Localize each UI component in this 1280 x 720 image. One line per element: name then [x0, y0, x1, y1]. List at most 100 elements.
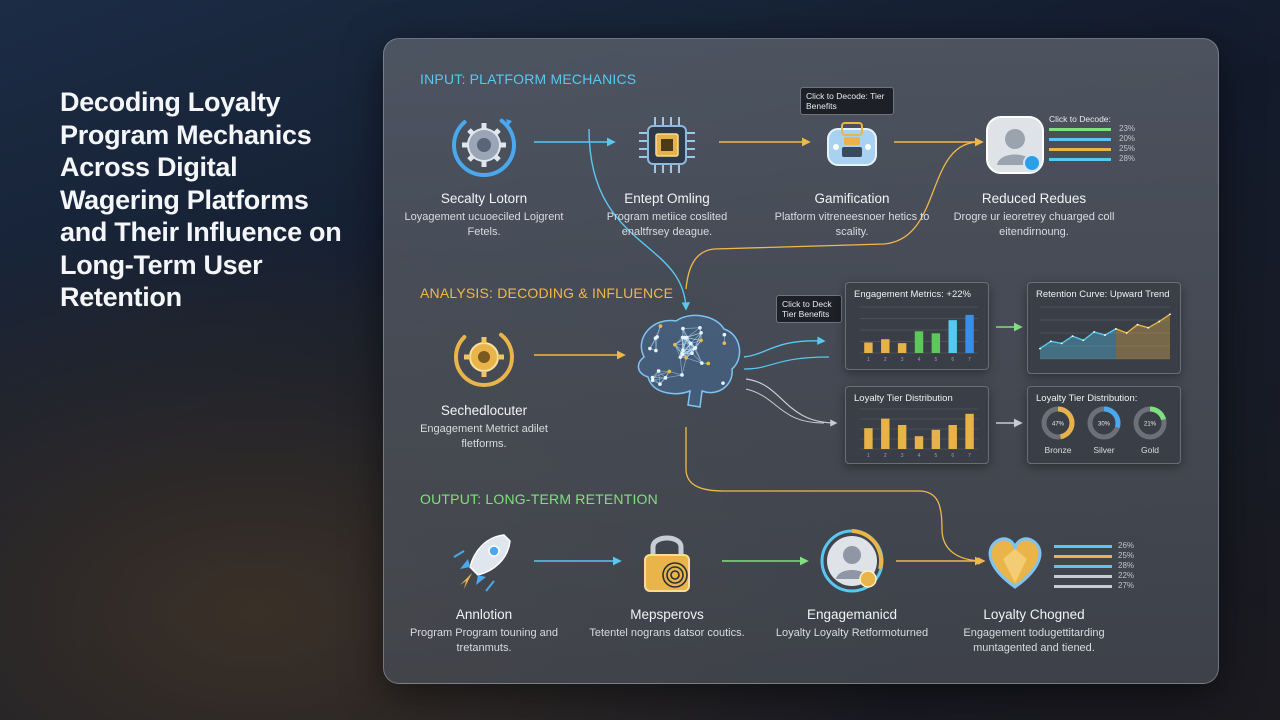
donut-label: Gold [1141, 445, 1159, 455]
heart-metric-bars: 26% 25% 28% 22% 27% [1054, 541, 1154, 593]
brain-node [700, 361, 704, 365]
brain-link [656, 326, 661, 337]
input-node-gamification[interactable]: Gamification Platform vitreneesnoer heti… [767, 107, 937, 240]
brain-link [680, 352, 693, 358]
tick-label: 1 [867, 453, 870, 459]
section-input-heading: INPUT: PLATFORM MECHANICS [420, 71, 637, 87]
brain-link [695, 347, 703, 364]
node-name: Secalty Lotorn [440, 191, 528, 206]
output-node-lock[interactable]: Mepsperovs Tetentel nograns datsor couti… [582, 523, 752, 641]
brain-node [693, 346, 698, 350]
slice-label: 47% [1052, 422, 1065, 428]
tooltip-gamification[interactable]: Click to Decode: Tier Benefits [800, 87, 894, 115]
brain-node [681, 326, 685, 331]
node-description: Drogre ur ieoretrey chuarged coll eitend… [953, 211, 1115, 238]
tick-label: 1 [867, 357, 870, 363]
metric-bar [1054, 575, 1112, 578]
node-description: Program metiice coslited enaltfrsey deag… [606, 211, 728, 238]
node-description: Engagement Metrict adilet fletforms. [420, 423, 548, 450]
tick-label: 6 [951, 357, 954, 363]
node-name: Loyalty Chogned [983, 607, 1085, 622]
data-point [1158, 320, 1161, 323]
brain-node [650, 375, 655, 380]
tooltip-brain[interactable]: Click to Deck Tier Benefits [776, 295, 842, 323]
input-node-engine[interactable]: Entept Omling Program metiice coslited e… [582, 107, 752, 240]
node-name: Engagemanicd [806, 607, 898, 622]
output-node-loyalty[interactable]: Loyalty Chogned Engagement todugettitard… [949, 523, 1119, 656]
brain-node [721, 381, 725, 385]
slice-label: 30% [1098, 422, 1111, 428]
chart-title: Retention Curve: Upward Trend [1036, 289, 1170, 300]
brain-link [682, 327, 700, 329]
metric-bar [1054, 545, 1112, 548]
chart-retention-card[interactable]: Retention Curve: Upward Trend [1027, 282, 1181, 374]
node-description: Engagement todugettitarding muntagented … [963, 627, 1105, 654]
engaged-user-icon [814, 523, 890, 599]
gear-cycle-icon [446, 107, 522, 183]
series-line [1039, 328, 1117, 350]
chart-title: Loyalty Tier Distribution: [1036, 393, 1138, 404]
bar [914, 436, 924, 449]
tick-label: 3 [901, 357, 904, 363]
brain-link [674, 344, 683, 354]
donut-label: Silver [1093, 445, 1115, 455]
data-point [1071, 335, 1074, 338]
bar [914, 331, 924, 353]
node-name: Annlotion [455, 607, 513, 622]
brain-link [695, 332, 702, 349]
node-name: Mepsperovs [630, 607, 704, 622]
donut-label: Bronze [1044, 445, 1072, 455]
brain-link [669, 371, 683, 376]
tick-label: 4 [918, 453, 921, 459]
gamification-icon [814, 107, 890, 183]
brain-node [673, 342, 677, 347]
brain-node [663, 376, 668, 380]
brain-node [667, 369, 672, 374]
output-node-acceleration[interactable]: Annlotion Program Program touning and tr… [399, 523, 569, 656]
data-point [1060, 342, 1063, 345]
donut-slice [1133, 406, 1167, 440]
node-description: Program Program touning and tretanmuts. [410, 627, 558, 654]
area-fill [1115, 314, 1170, 359]
donut-slice [1087, 406, 1121, 440]
metric-bar [1054, 585, 1112, 588]
brain-node [722, 341, 727, 345]
bar [965, 314, 974, 353]
metric-value: 23% [1119, 124, 1136, 133]
metric-bar [1054, 565, 1112, 568]
brain-node [682, 335, 687, 340]
data-point [1136, 323, 1139, 326]
chart-tier-donut-card[interactable]: Loyalty Tier Distribution: 47%30%21% Bro… [1027, 386, 1181, 464]
metric-value: 28% [1119, 154, 1136, 163]
brain-link [686, 327, 701, 338]
data-point [1125, 332, 1128, 334]
bar [864, 342, 873, 353]
analysis-node[interactable]: Sechedlocuter Engagement Metrict adilet … [399, 319, 569, 452]
chart-title: Loyalty Tier Distribution [854, 393, 953, 404]
bar [881, 418, 890, 449]
metric-value: 22% [1118, 571, 1135, 580]
brain-link [674, 344, 681, 358]
gear-cycle-gold-icon [446, 319, 522, 395]
node-description: Loyagement ucuoeciled Lojgrent Fetels. [404, 211, 564, 238]
profile-metric-bars: Click to Decode: 23% 20% 25% 28% [1049, 114, 1149, 164]
node-name: Gamification [814, 191, 890, 206]
brain-node [722, 332, 727, 337]
node-name: Sechedlocuter [440, 403, 528, 418]
metric-value: 20% [1119, 134, 1136, 143]
brain-node [650, 378, 655, 383]
brain-link [674, 343, 691, 346]
rocket-icon [446, 523, 522, 599]
brain-node [658, 324, 663, 328]
output-node-engaged[interactable]: Engagemanicd Loyalty Loyalty Retformotur… [767, 523, 937, 641]
input-node-security[interactable]: Secalty Lotorn Loyagement ucuoeciled Loj… [399, 107, 569, 240]
bar [864, 428, 873, 449]
input-node-profile[interactable]: Reduced Redues Drogre ur ieoretrey chuar… [949, 107, 1119, 240]
brain-node [648, 346, 652, 351]
data-point [1114, 327, 1117, 330]
diagram-panel: INPUT: PLATFORM MECHANICS ANALYSIS: DECO… [383, 38, 1219, 684]
